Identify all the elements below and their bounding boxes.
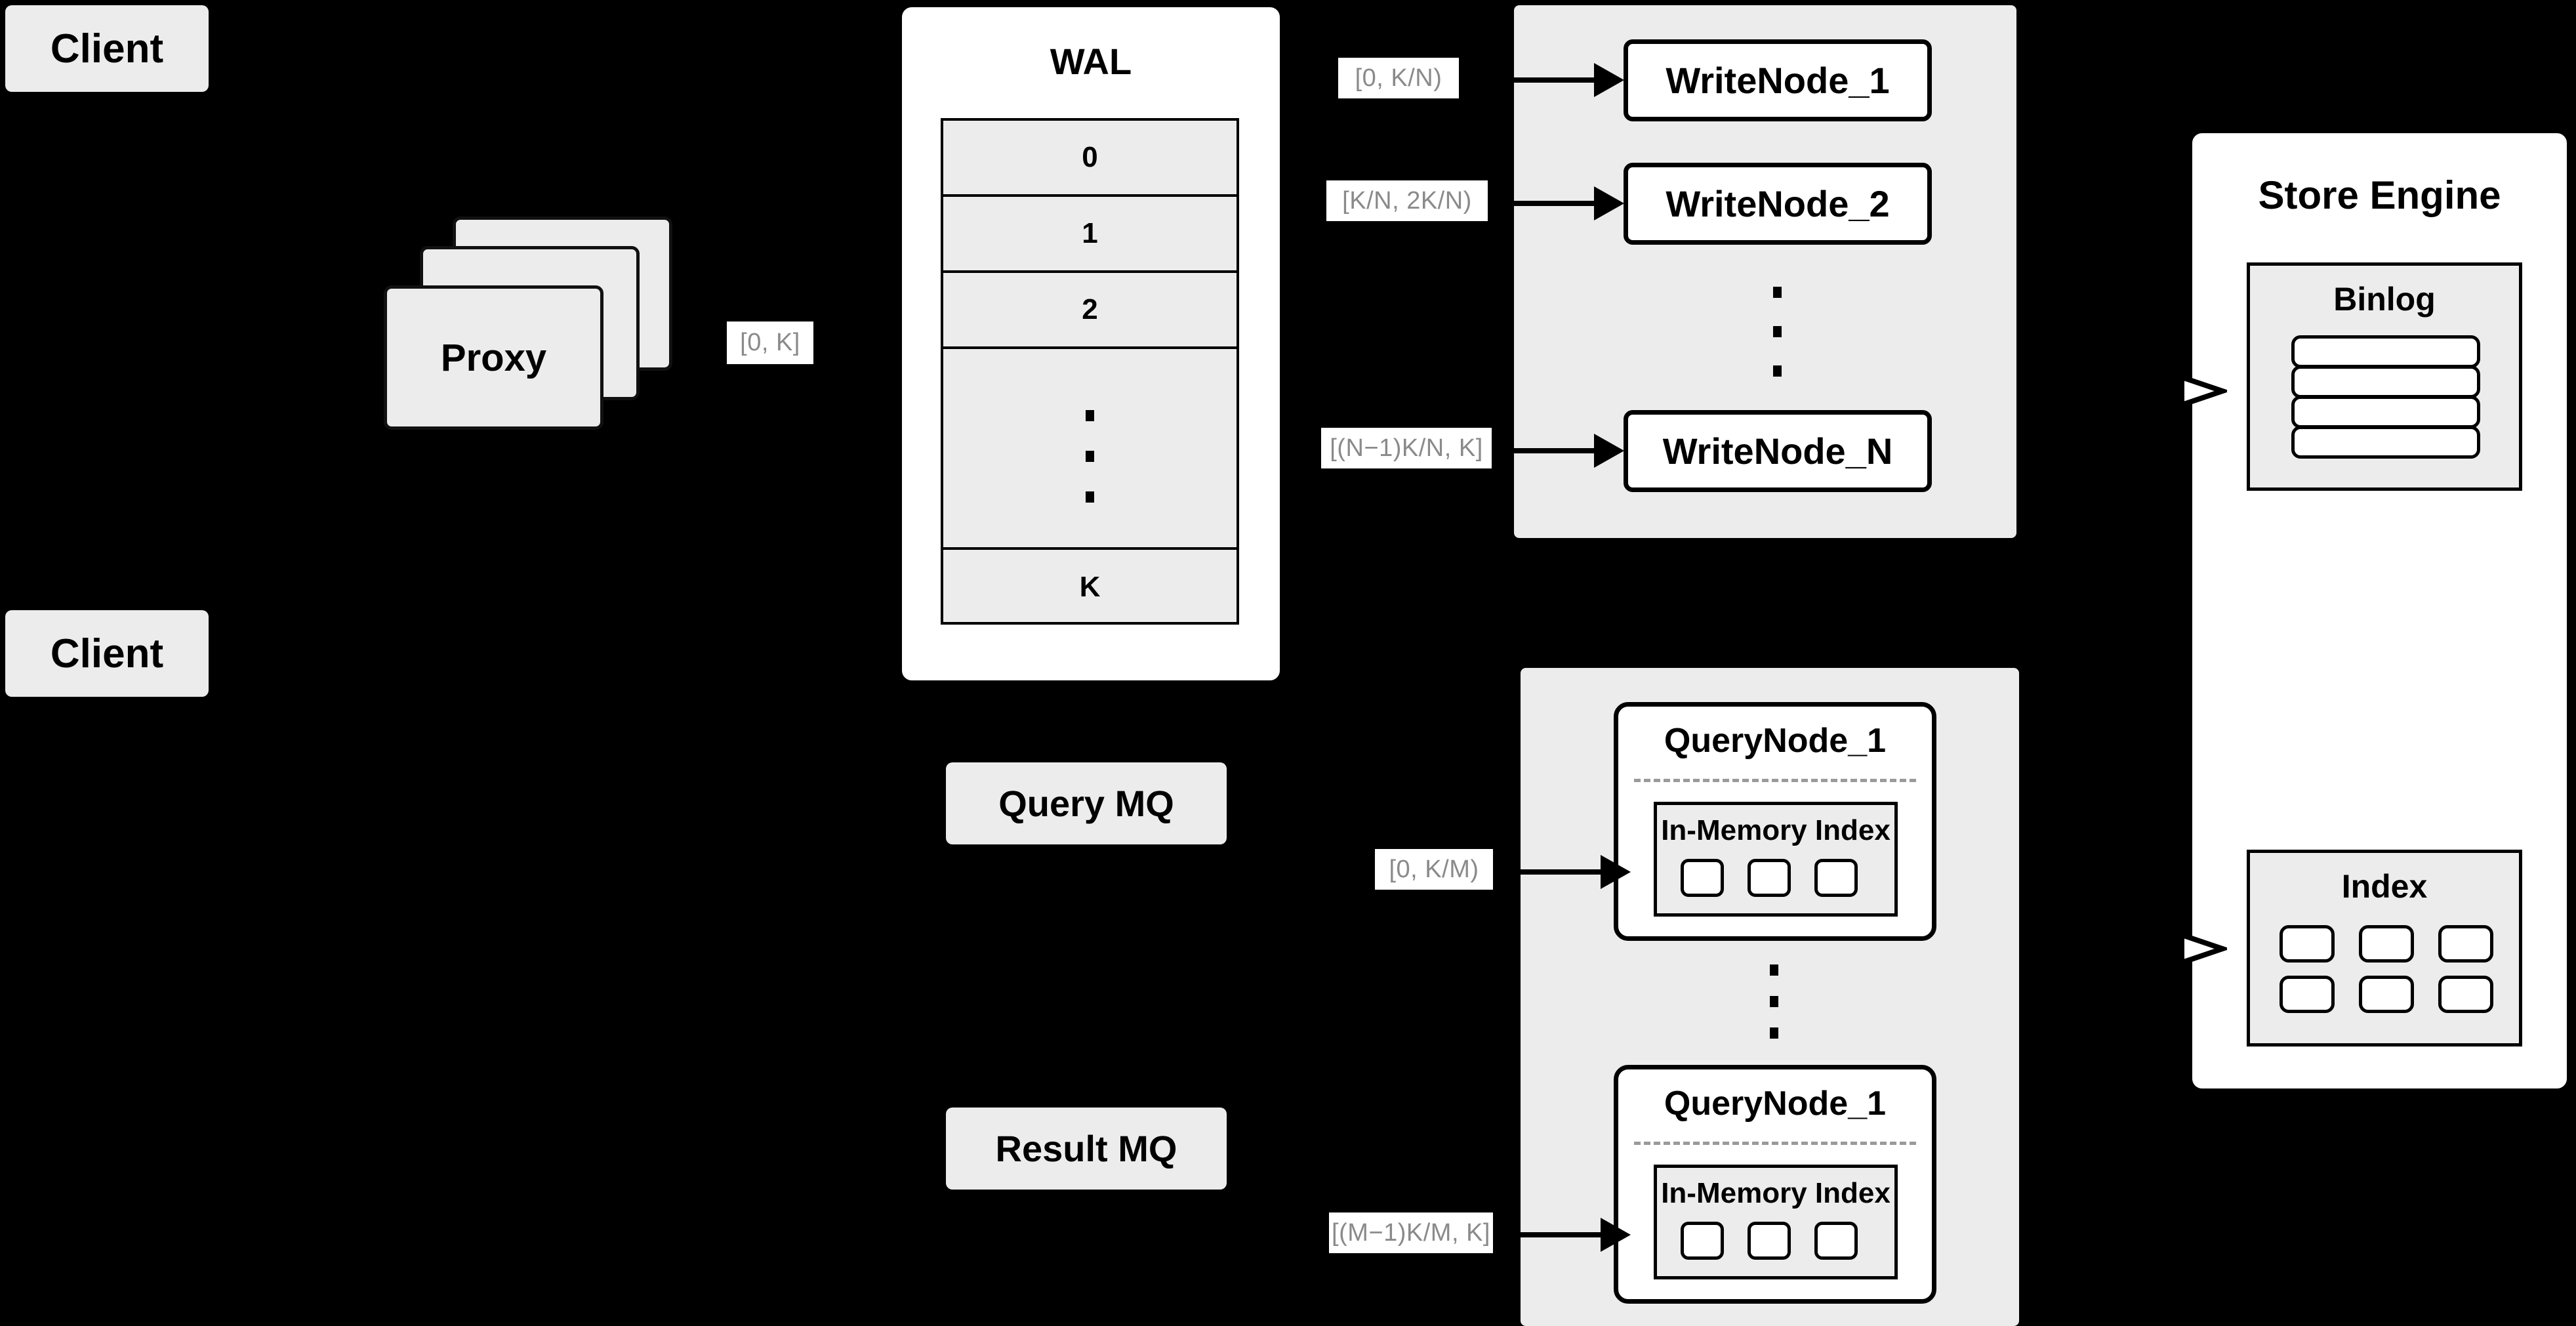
- range-label-writenode-n: [(N−1)K/N, K]: [1321, 428, 1492, 468]
- arrow-line-writenode-n: [1514, 448, 1599, 453]
- query-node-1-inmemory-index: In-Memory Index: [1654, 802, 1898, 917]
- write-node-n-label: WriteNode_N: [1662, 430, 1893, 472]
- query-node-1-inmemory-index-title: In-Memory Index: [1661, 814, 1891, 846]
- range-label-querynode-1-text: [0, K/M): [1389, 855, 1479, 883]
- proxy-label: Proxy: [440, 336, 547, 379]
- query-cluster-ellipsis-dot-2: [1770, 996, 1778, 1007]
- result-mq-node[interactable]: Result MQ: [946, 1108, 1227, 1190]
- store-engine-title: Store Engine: [2258, 173, 2501, 217]
- write-cluster-ellipsis-dot-3: [1773, 365, 1782, 377]
- query-node-m-index-cell-3: [1814, 1222, 1858, 1260]
- range-label-querynode-m: [(M−1)K/M, K]: [1329, 1212, 1493, 1253]
- client-node-2[interactable]: Client: [5, 610, 209, 697]
- index-cell-3: [2438, 925, 2493, 963]
- arrow-line-querynode-m: [1521, 1232, 1606, 1237]
- wal-row-k-label: K: [1079, 571, 1101, 603]
- index-cell-6: [2438, 976, 2493, 1013]
- query-node-1-index-cell-3: [1814, 859, 1858, 897]
- wal-row-0-label: 0: [1082, 141, 1098, 173]
- index-cell-2: [2359, 925, 2414, 963]
- query-node-1[interactable]: QueryNode_1 In-Memory Index: [1614, 702, 1936, 941]
- arrow-binlog-inbound: [2145, 371, 2227, 411]
- binlog-box: Binlog: [2247, 262, 2522, 491]
- client-node-1[interactable]: Client: [5, 5, 209, 92]
- query-node-m-separator: [1634, 1142, 1916, 1145]
- client-node-1-label: Client: [50, 26, 164, 72]
- binlog-row-1: [2291, 335, 2480, 368]
- write-cluster-ellipsis-dot-2: [1773, 326, 1782, 337]
- query-node-1-index-cell-2: [1748, 859, 1791, 897]
- range-label-querynode-m-text: [(M−1)K/M, K]: [1332, 1218, 1490, 1247]
- write-node-1-label: WriteNode_1: [1666, 60, 1890, 101]
- wal-title: WAL: [1050, 41, 1132, 82]
- query-node-m-inmemory-index-title: In-Memory Index: [1661, 1177, 1891, 1209]
- client-node-2-label: Client: [50, 631, 164, 676]
- index-title: Index: [2341, 868, 2428, 905]
- arrow-head-querynode-1: [1601, 855, 1631, 889]
- index-cell-5: [2359, 976, 2414, 1013]
- wal-row-2-label: 2: [1082, 293, 1098, 325]
- query-node-m-title: QueryNode_1: [1664, 1085, 1887, 1123]
- wal-row-0: 0: [943, 121, 1237, 197]
- arrow-line-querynode-1: [1521, 869, 1606, 875]
- arrow-line-writenode-1: [1514, 77, 1599, 83]
- query-node-m[interactable]: QueryNode_1 In-Memory Index: [1614, 1065, 1936, 1304]
- wal-row-1: 1: [943, 197, 1237, 273]
- range-label-writenode-2: [K/N, 2K/N): [1326, 180, 1488, 221]
- proxy-node[interactable]: Proxy: [384, 285, 603, 430]
- index-cell-4: [2280, 976, 2335, 1013]
- result-mq-label: Result MQ: [995, 1128, 1177, 1169]
- write-cluster-ellipsis-dot-1: [1773, 287, 1782, 298]
- wal-table: 0 1 2 K: [941, 118, 1239, 625]
- range-label-writenode-1: [0, K/N): [1338, 58, 1459, 98]
- query-node-m-index-cell-1: [1681, 1222, 1724, 1260]
- query-node-1-title: QueryNode_1: [1664, 722, 1887, 760]
- binlog-row-4: [2291, 426, 2480, 459]
- query-mq-node[interactable]: Query MQ: [946, 762, 1227, 844]
- write-node-n[interactable]: WriteNode_N: [1624, 410, 1932, 492]
- range-label-proxy-out: [0, K]: [727, 321, 813, 364]
- binlog-row-3: [2291, 396, 2480, 428]
- arrow-index-inbound: [2145, 928, 2227, 969]
- binlog-title: Binlog: [2333, 281, 2436, 318]
- arrow-head-querynode-m: [1601, 1218, 1631, 1252]
- wal-row-k: K: [943, 550, 1237, 625]
- range-label-writenode-1-text: [0, K/N): [1355, 64, 1442, 92]
- query-node-m-inmemory-index: In-Memory Index: [1654, 1165, 1898, 1279]
- wal-row-ellipsis: [943, 349, 1237, 550]
- range-label-proxy-out-text: [0, K]: [740, 329, 800, 356]
- query-cluster-ellipsis-dot-3: [1770, 1027, 1778, 1039]
- binlog-row-2: [2291, 365, 2480, 398]
- arrow-head-writenode-2: [1594, 186, 1624, 220]
- query-cluster-ellipsis-dot-1: [1770, 964, 1778, 976]
- write-node-1[interactable]: WriteNode_1: [1624, 39, 1932, 121]
- wal-ellipsis-dot-3: [1086, 491, 1094, 503]
- query-node-1-index-cell-1: [1681, 859, 1724, 897]
- arrow-head-writenode-1: [1594, 63, 1624, 97]
- wal-row-2: 2: [943, 273, 1237, 349]
- query-mq-label: Query MQ: [998, 783, 1174, 824]
- range-label-querynode-1: [0, K/M): [1375, 849, 1493, 890]
- index-box: Index: [2247, 850, 2522, 1046]
- write-node-2[interactable]: WriteNode_2: [1624, 163, 1932, 245]
- query-node-m-index-cell-2: [1748, 1222, 1791, 1260]
- wal-row-1-label: 1: [1082, 217, 1098, 249]
- range-label-writenode-2-text: [K/N, 2K/N): [1342, 186, 1472, 215]
- wal-ellipsis-dot-1: [1086, 410, 1094, 421]
- index-cell-1: [2280, 925, 2335, 963]
- arrow-line-writenode-2: [1514, 201, 1599, 206]
- write-node-2-label: WriteNode_2: [1666, 183, 1890, 224]
- query-node-1-separator: [1634, 779, 1916, 782]
- arrow-head-writenode-n: [1594, 434, 1624, 468]
- range-label-writenode-n-text: [(N−1)K/N, K]: [1330, 434, 1483, 462]
- wal-ellipsis-dot-2: [1086, 451, 1094, 462]
